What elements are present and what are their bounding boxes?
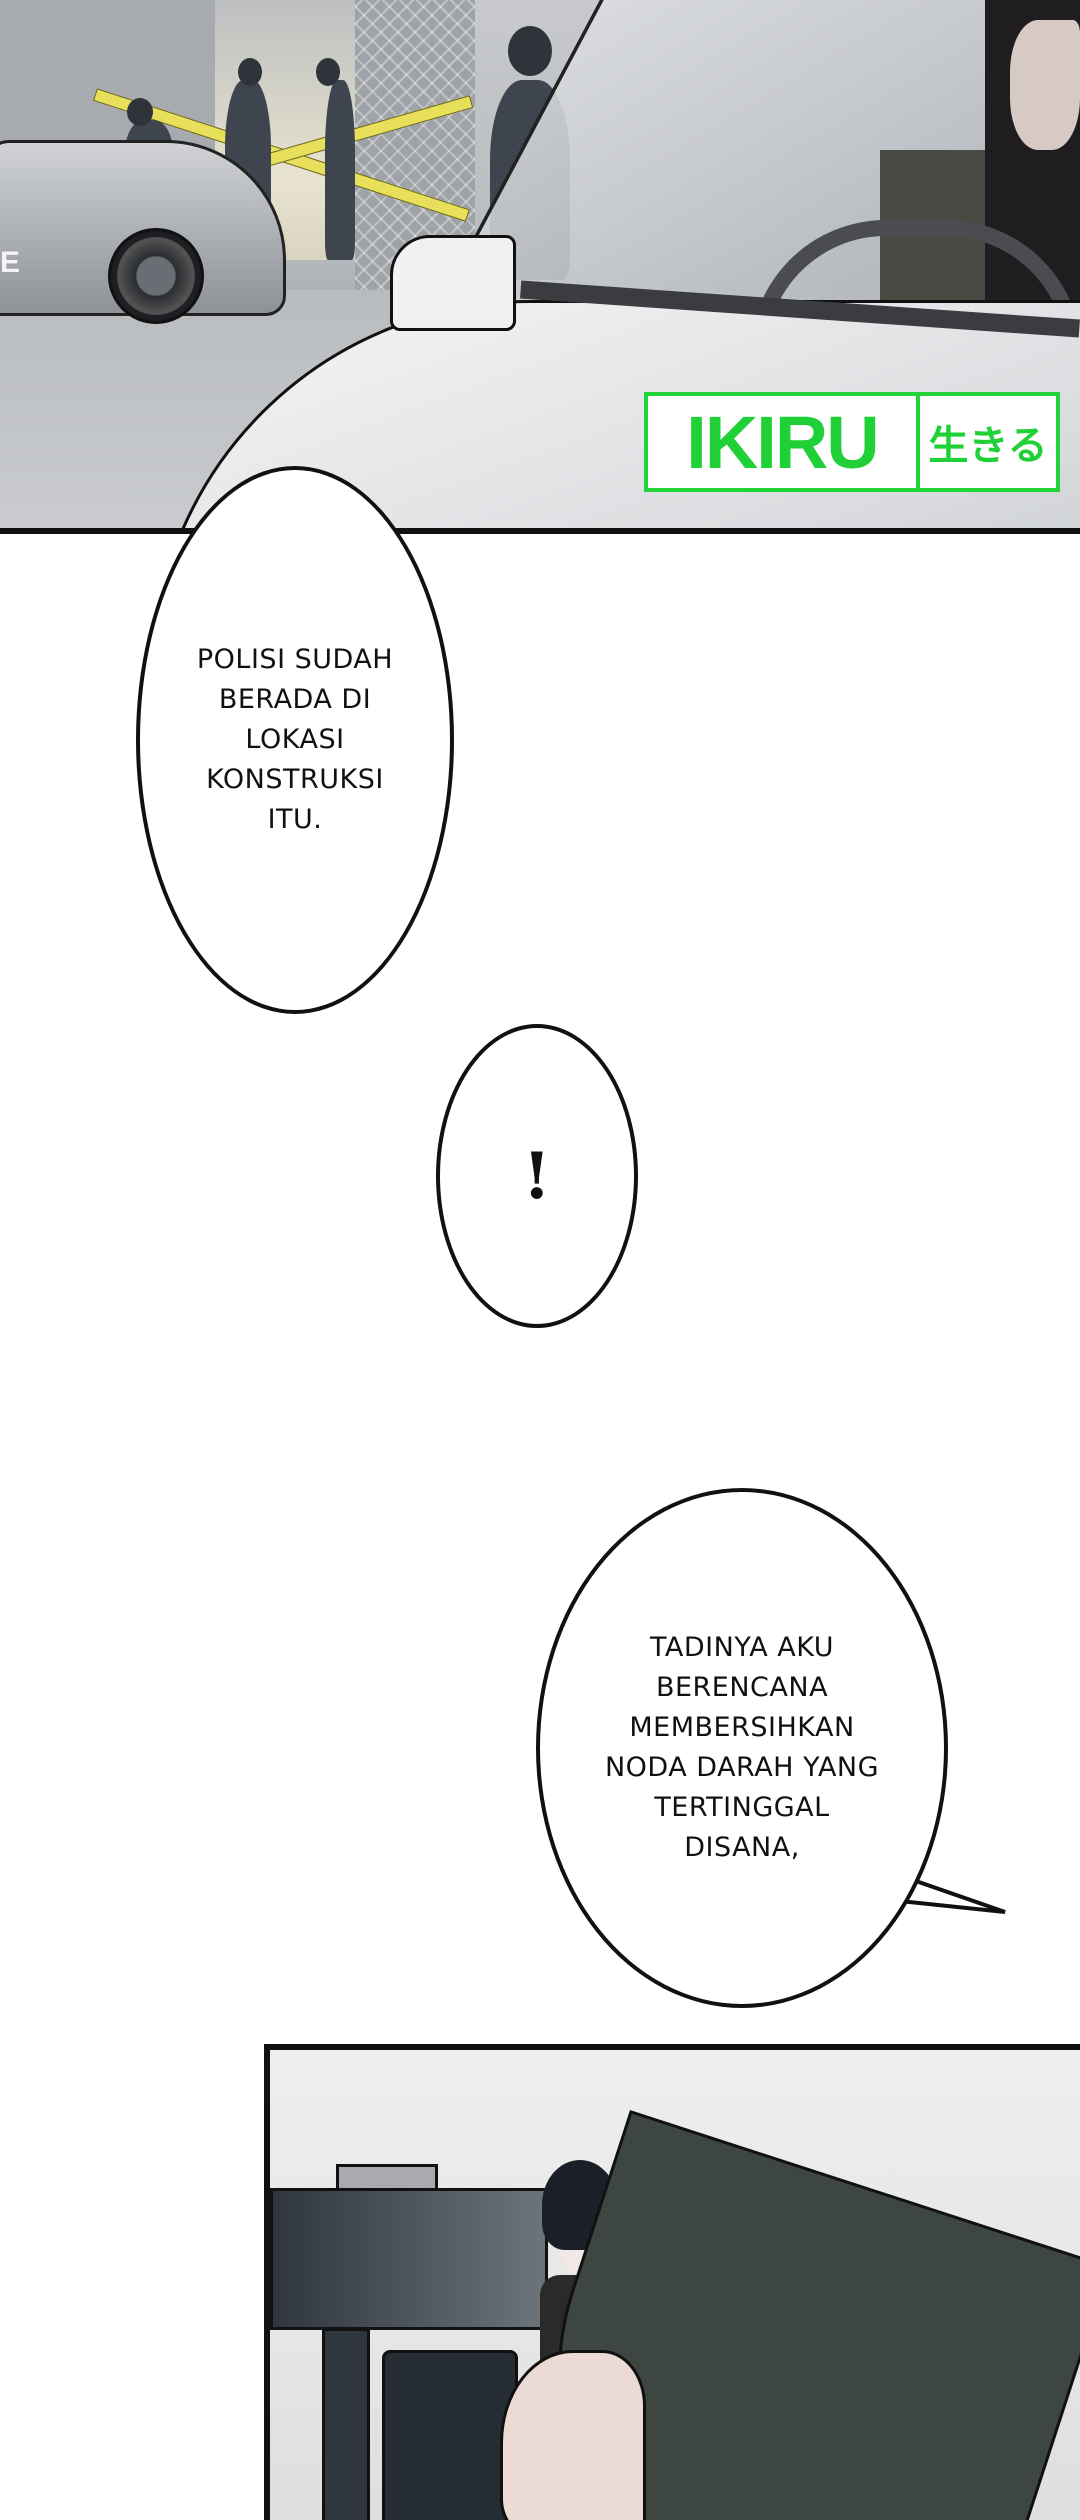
speech-bubble-plan: TADINYA AKU BERENCANA MEMBERSIHKAN NODA …	[536, 1488, 948, 2008]
side-mirror	[390, 235, 516, 331]
investigator-head	[316, 58, 340, 86]
bubble-line: BERENCANA	[655, 1672, 829, 1704]
driver-face	[1010, 20, 1080, 150]
watermark-japanese: 生きる	[928, 423, 1048, 469]
bubble-line: LOKASI	[245, 724, 345, 756]
thermos	[382, 2350, 518, 2520]
speech-bubble-exclamation: !	[436, 1024, 638, 1328]
panel-police-scene: E IKIRU 生きる	[0, 0, 1080, 534]
bubble-line: TERTINGGAL	[654, 1791, 830, 1823]
investigator-head	[238, 58, 262, 86]
bubble-text: POLISI SUDAH BERADA DI LOKASI KONSTRUKSI…	[197, 640, 393, 840]
reaching-hand	[500, 2350, 646, 2520]
exclamation-mark: !	[522, 1138, 552, 1214]
bubble-line: DISANA,	[684, 1831, 800, 1863]
car-wheel	[108, 228, 204, 324]
bubble-text: TADINYA AKU BERENCANA MEMBERSIHKAN NODA …	[605, 1628, 879, 1868]
monitor	[270, 2188, 548, 2330]
bubble-line: MEMBERSIHKAN	[629, 1712, 855, 1744]
watermark-text: IKIRU	[648, 396, 920, 488]
bubble-line: NODA DARAH YANG	[604, 1752, 880, 1783]
speech-bubble-police: POLISI SUDAH BERADA DI LOKASI KONSTRUKSI…	[136, 466, 454, 1014]
panel-office-scene	[264, 2044, 1080, 2520]
bubble-line: BERADA DI	[218, 684, 372, 716]
bubble-line: TADINYA AKU	[650, 1632, 834, 1664]
bubble-line: KONSTRUKSI	[206, 763, 384, 795]
police-officer-head	[508, 26, 552, 76]
police-car-lettering: E	[0, 246, 21, 279]
investigator-head	[127, 98, 153, 126]
ikiru-watermark: IKIRU 生きる	[644, 392, 1060, 492]
investigator-figure	[325, 80, 355, 260]
bubble-line: POLISI SUDAH	[196, 644, 394, 676]
bubble-line: ITU.	[267, 803, 323, 835]
monitor-stand	[322, 2328, 370, 2520]
